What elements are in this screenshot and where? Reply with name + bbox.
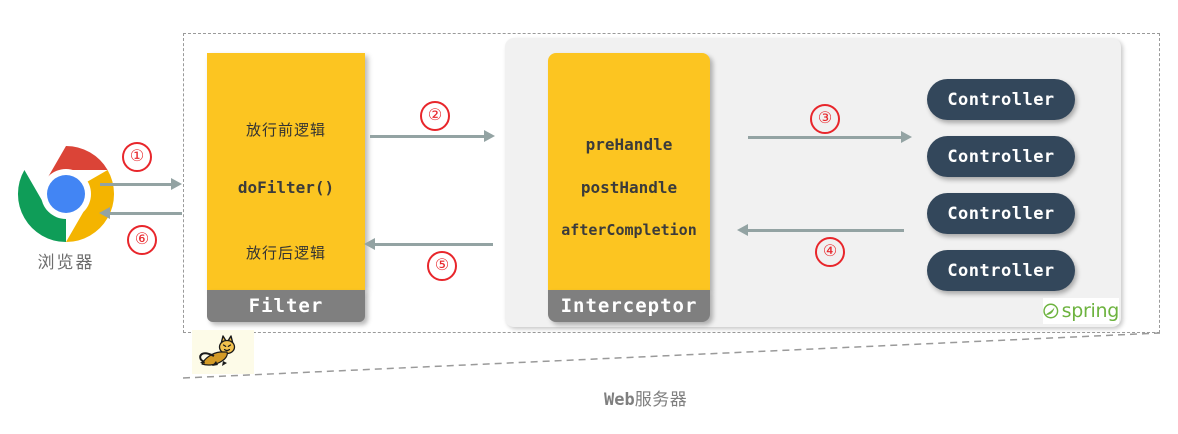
interceptor-row-posthandle: postHandle (580, 178, 678, 197)
flow-2-number: ② (420, 101, 450, 131)
flow-6-arrowhead (99, 207, 110, 219)
flow-1-arrowhead (171, 178, 182, 190)
spring-leaf-icon (1043, 303, 1059, 319)
web-server-callout-line (182, 332, 1161, 379)
web-server-label: Web服务器 (604, 385, 687, 410)
flow-1-number: ① (122, 142, 152, 172)
flow-3-line (748, 136, 902, 139)
filter-row-post: 放行后逻辑 (245, 245, 326, 262)
flow-6-number: ⑥ (127, 225, 157, 255)
controller-pill-4: Controller (927, 250, 1075, 291)
web-server-label-prefix: Web (604, 390, 635, 410)
interceptor-row-prehandle: preHandle (585, 135, 673, 154)
interceptor-row-aftercompletion: afterCompletion (561, 221, 697, 239)
interceptor-footer-label: Interceptor (548, 290, 710, 322)
flow-2-arrowhead (484, 130, 495, 142)
chrome-browser-icon (17, 145, 115, 243)
controller-pill-2: Controller (927, 136, 1075, 177)
flow-5-number: ⑤ (427, 251, 457, 281)
flow-4-number: ④ (815, 237, 845, 267)
flow-5-arrowhead (364, 238, 375, 250)
flow-5-line (375, 243, 493, 246)
filter-block: 放行前逻辑 doFilter() 放行后逻辑 (207, 53, 365, 290)
browser-label: 浏览器 (37, 253, 95, 272)
filter-row-dofilter: doFilter() (237, 178, 335, 197)
tomcat-icon (192, 330, 254, 374)
flow-1-line (100, 183, 172, 186)
flow-2-line (370, 135, 485, 138)
controller-pill-1: Controller (927, 79, 1075, 120)
filter-footer-label: Filter (207, 290, 365, 322)
interceptor-block: preHandle postHandle afterCompletion (548, 53, 710, 290)
spring-logo-text: spring (1061, 300, 1120, 322)
flow-4-arrowhead (737, 224, 748, 236)
web-server-boundary (183, 33, 1160, 333)
flow-3-arrowhead (901, 131, 912, 143)
filter-row-pre: 放行前逻辑 (245, 122, 326, 139)
web-server-label-suffix: 服务器 (634, 390, 688, 409)
flow-3-number: ③ (810, 104, 840, 134)
flow-6-line (110, 212, 182, 215)
flow-4-line (748, 229, 904, 232)
spring-logo: spring (1043, 298, 1119, 324)
controller-pill-3: Controller (927, 193, 1075, 234)
